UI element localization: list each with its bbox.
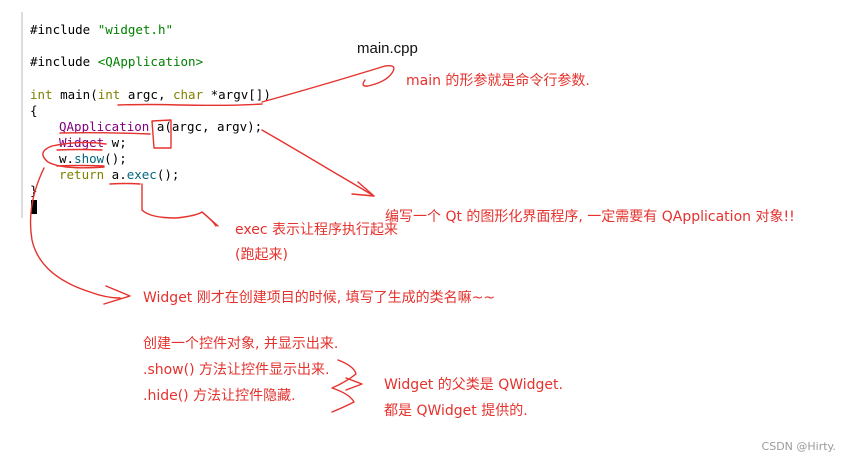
watermark: CSDN @Hirty. <box>761 440 836 453</box>
note-parent-class-line1: Widget 的父类是 QWidget. <box>384 377 563 393</box>
code-line-include-widget: #include "widget.h" <box>30 22 173 38</box>
preprocessor-directive: #include <box>30 54 91 69</box>
object: a. <box>104 167 127 182</box>
bracket-parent-class <box>331 359 357 413</box>
filename-label: main.cpp <box>357 40 418 57</box>
method-name: show <box>74 151 105 166</box>
arrow-exec <box>141 183 217 227</box>
preprocessor-directive: #include <box>30 22 91 37</box>
code-line-brace-close: } <box>30 183 38 199</box>
wrap-curve <box>42 141 107 169</box>
include-file: <QApplication> <box>97 54 204 69</box>
arrow-main-params <box>261 64 395 103</box>
code-line-show: w.show(); <box>59 151 127 167</box>
box-a <box>151 119 172 149</box>
statement: w; <box>104 135 127 150</box>
note-exec-line2: (跑起来) <box>235 247 288 263</box>
code-editor[interactable] <box>21 12 320 218</box>
note-show-method: .show() 方法让控件显示出来. <box>143 362 330 378</box>
code-line-brace-open: { <box>30 103 38 119</box>
keyword: int <box>30 87 53 102</box>
function-name: main( <box>52 87 98 102</box>
include-file: "widget.h" <box>97 22 174 37</box>
statement: (); <box>156 167 180 182</box>
underline-argc <box>117 103 263 107</box>
param: argc, <box>120 87 173 102</box>
brace: } <box>30 183 38 198</box>
underline-show <box>56 164 105 167</box>
brace: { <box>30 103 38 118</box>
note-qapplication-required: 编写一个 Qt 的图形化界面程序, 一定需要有 QApplication 对象!… <box>385 209 795 225</box>
keyword: char <box>173 87 204 102</box>
note-widget-class: Widget 刚才在创建项目的时候, 填写了生成的类名嘛~~ <box>143 290 496 306</box>
arrow-qapplication <box>261 129 375 197</box>
param: *argv[]) <box>203 87 271 102</box>
keyword: int <box>97 87 121 102</box>
statement: (); <box>104 151 127 166</box>
object: w. <box>59 151 75 166</box>
method-name: exec <box>126 167 157 182</box>
note-hide-method: .hide() 方法让控件隐藏. <box>143 388 296 404</box>
underline-exec <box>109 182 141 185</box>
code-line-return: return a.exec(); <box>59 167 179 183</box>
code-line-qapplication: QApplication a(argc, argv); <box>59 119 262 135</box>
type-name: QApplication <box>59 119 150 134</box>
note-main-params: main 的形参就是命令行参数. <box>406 73 590 89</box>
keyword: return <box>59 167 105 182</box>
note-exec-line1: exec 表示让程序执行起来 <box>235 222 398 238</box>
code-line-include-qapp: #include <QApplication> <box>30 54 203 70</box>
note-create-widget: 创建一个控件对象, 并显示出来. <box>143 336 339 352</box>
underline-widget <box>56 148 103 151</box>
statement: a(argc, argv); <box>149 119 263 134</box>
code-line-main-signature: int main(int argc, char *argv[]) <box>30 87 271 103</box>
underline-qapplication <box>59 131 151 135</box>
text-cursor <box>31 200 37 214</box>
curve-widget-note <box>29 167 121 299</box>
note-parent-class-line2: 都是 QWidget 提供的. <box>384 403 528 419</box>
